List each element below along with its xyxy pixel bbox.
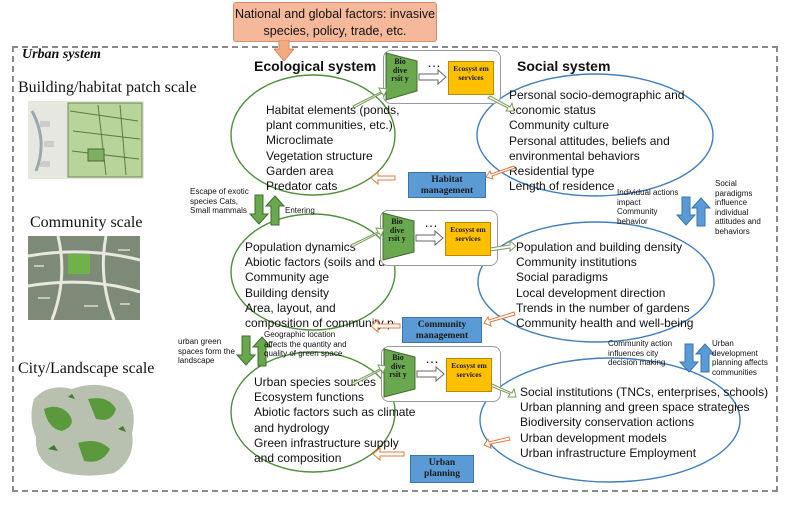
annotation-individual-actions: Individual actions impact Community beha… bbox=[617, 188, 679, 226]
scale-label-building: Building/habitat patch scale bbox=[18, 79, 197, 96]
social-system-title: Social system bbox=[517, 58, 611, 74]
ecosystem-services-city: Ecosyst em services bbox=[446, 358, 492, 392]
social-building-item: environmental behaviors bbox=[509, 148, 640, 163]
social-city-item: Urban infrastructure Employment bbox=[520, 445, 697, 460]
ellipsis-community: … bbox=[424, 214, 438, 230]
social-building-item: Personal attitudes, beliefs and bbox=[509, 133, 670, 148]
social-building-item: economic status bbox=[509, 103, 596, 118]
ecosystem-services-building: Ecosyst em services bbox=[448, 61, 494, 95]
eco-community-item: Community age bbox=[245, 270, 330, 285]
social-building-item: Community culture bbox=[509, 118, 610, 133]
social-community-item: Community health and well-being bbox=[516, 316, 694, 331]
ecosystem-services-community: Ecosyst em services bbox=[445, 222, 491, 256]
eco-building-item: Habitat elements (ponds, bbox=[266, 103, 400, 117]
scale-label-community: Community scale bbox=[30, 214, 143, 231]
social-building-item: Personal socio-demographic and bbox=[509, 88, 685, 102]
building-scale-map-image bbox=[28, 101, 144, 179]
community-scale-map-image bbox=[28, 236, 140, 320]
eco-building-item: Vegetation structure bbox=[266, 148, 373, 163]
eco-community-item: Area, layout, and bbox=[245, 300, 336, 315]
biodiversity-label-community: Bio dive rsit y bbox=[388, 217, 406, 243]
annotation-social-paradigms: Social paradigms influence individual at… bbox=[715, 179, 761, 236]
urban-system-frame bbox=[12, 46, 778, 492]
social-community-item: Population and building density bbox=[516, 240, 683, 254]
city-scale-map-image bbox=[28, 379, 140, 479]
eco-ellipse-community bbox=[230, 213, 396, 331]
eco-city-item: Green infrastructure supply bbox=[254, 435, 399, 450]
eco-community-item: composition of community pa bbox=[245, 316, 395, 331]
social-ellipse-city bbox=[479, 357, 741, 483]
urban-planning-box: Urban planning bbox=[410, 455, 474, 483]
social-city-item: Urban development models bbox=[520, 430, 667, 445]
social-ellipse-community bbox=[477, 221, 715, 343]
social-community-item: Local development direction bbox=[516, 285, 666, 300]
community-management-box: Community management bbox=[402, 317, 482, 343]
social-community-item: Trends in the number of gardens bbox=[516, 300, 690, 315]
eco-community-item: Population dynamics bbox=[245, 240, 356, 254]
eco-ellipse-city bbox=[230, 351, 396, 473]
annotation-urban-development: Urban development planning affects commu… bbox=[712, 339, 768, 377]
social-community-item: Social paradigms bbox=[516, 270, 609, 285]
annotation-entering: Entering bbox=[285, 206, 315, 215]
eco-community-item: Building density bbox=[245, 285, 330, 300]
eco-city-item: Ecosystem functions bbox=[254, 390, 365, 405]
eco-city-item: Abiotic factors such as climate bbox=[254, 405, 416, 420]
biodiversity-label-city: Bio dive rsit y bbox=[389, 353, 407, 379]
annotation-geographic: Geographic location affects the quantity… bbox=[264, 330, 347, 358]
eco-city-item: and composition bbox=[254, 451, 342, 466]
urban-system-label: Urban system bbox=[22, 47, 101, 62]
ecological-system-title: Ecological system bbox=[254, 58, 377, 74]
annotation-green-spaces: urban green spaces form the landscape bbox=[178, 337, 235, 365]
eco-building-item: Garden area bbox=[266, 163, 334, 178]
social-building-item: Residential type bbox=[509, 164, 595, 179]
social-city-item: Biodiversity conservation actions bbox=[520, 415, 695, 430]
scale-label-city: City/Landscape scale bbox=[18, 360, 155, 377]
social-community-item: Community institutions bbox=[516, 255, 637, 270]
eco-community-item: Abiotic factors (soils and d bbox=[245, 255, 386, 270]
down-arrow-icon bbox=[274, 40, 294, 62]
eco-building-item: plant communities, etc.) bbox=[266, 118, 393, 133]
habitat-management-box: Habitat management bbox=[408, 172, 486, 198]
biodiversity-label-building: Bio dive rsit y bbox=[391, 57, 409, 83]
eco-city-item: Urban species sources bbox=[254, 375, 377, 389]
social-city-item: Social institutions (TNCs, enterprises, … bbox=[520, 385, 769, 399]
external-factors-box: National and global factors: invasive sp… bbox=[233, 2, 437, 42]
annotation-escape: Escape of exotic species Cats, Small mam… bbox=[190, 187, 249, 215]
annotation-community-action: Community action influences city decisio… bbox=[608, 339, 673, 367]
ellipsis-building: … bbox=[427, 54, 441, 70]
eco-ellipse-building bbox=[230, 74, 396, 196]
social-building-item: Length of residence bbox=[509, 179, 615, 194]
social-city-item: Urban planning and green space strategie… bbox=[520, 400, 750, 415]
social-ellipse-building bbox=[476, 73, 714, 197]
ellipsis-city: … bbox=[425, 350, 439, 366]
eco-city-item: and hydrology bbox=[254, 420, 330, 435]
eco-building-item: Microclimate bbox=[266, 133, 334, 148]
eco-building-item: Predator cats bbox=[266, 179, 338, 194]
